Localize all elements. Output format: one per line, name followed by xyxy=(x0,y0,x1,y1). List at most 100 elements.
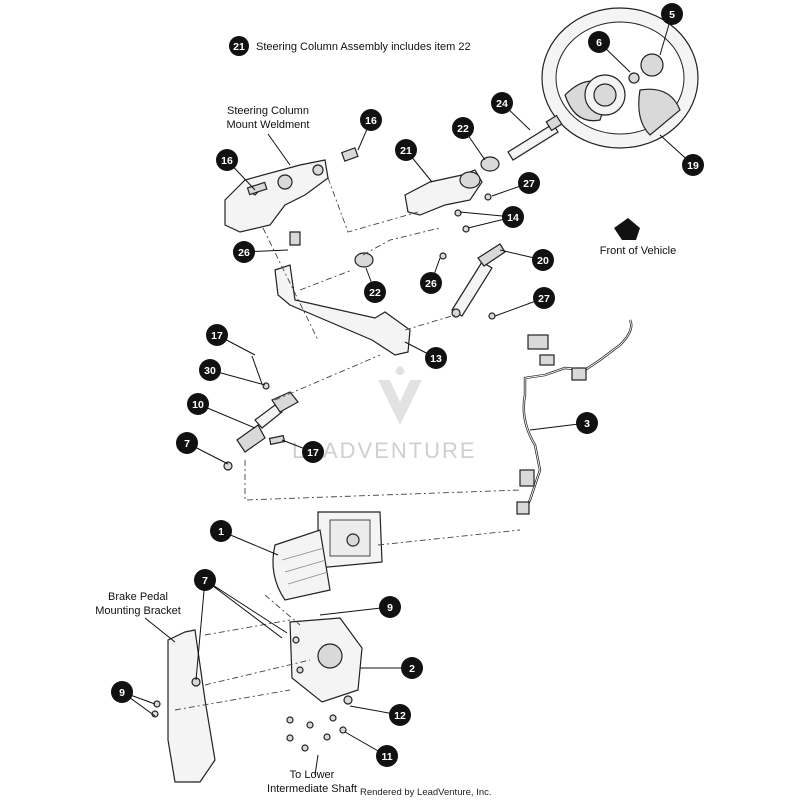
callout-number: 7 xyxy=(184,438,190,450)
brake-bracket-label-line1: Brake Pedal xyxy=(108,591,168,603)
credit-text: Rendered by LeadVenture, Inc. xyxy=(360,787,492,798)
callout-number: 22 xyxy=(457,123,469,135)
front-of-vehicle-indicator: Front of Vehicle xyxy=(600,218,676,257)
u-joint xyxy=(223,355,299,471)
callout-27: 27 xyxy=(533,287,555,309)
callout-30: 30 xyxy=(199,359,221,381)
watermark-logo-icon xyxy=(378,380,422,425)
callout-circle xyxy=(194,569,216,591)
steering-column-assembly xyxy=(404,169,492,233)
callout-number: 27 xyxy=(523,178,535,190)
callout-number: 2 xyxy=(409,663,415,675)
callout-22: 22 xyxy=(364,281,386,303)
callout-number: 21 xyxy=(400,145,412,157)
callout-circle xyxy=(420,272,442,294)
callout-number: 27 xyxy=(538,293,550,305)
callout-number: 26 xyxy=(238,247,250,259)
callout-number: 5 xyxy=(669,9,675,21)
callout-14: 14 xyxy=(502,206,524,228)
callout-number: 16 xyxy=(221,155,233,167)
mounting-plate xyxy=(286,617,363,752)
arrow-icon xyxy=(614,218,640,240)
callout-circle xyxy=(401,657,423,679)
lower-shaft-label-line2: Intermediate Shaft xyxy=(267,783,357,795)
callout-number: 14 xyxy=(507,212,519,224)
callout-21: 21 xyxy=(395,139,417,161)
callout-number: 26 xyxy=(425,278,437,290)
eps-motor xyxy=(272,511,383,601)
callout-24: 24 xyxy=(491,92,513,114)
callout-number: 1 xyxy=(218,526,224,538)
callout-circle xyxy=(210,520,232,542)
callout-10: 10 xyxy=(187,393,209,415)
callout-number: 10 xyxy=(192,399,204,411)
callout-circle xyxy=(395,139,417,161)
callout-circle xyxy=(199,359,221,381)
callout-27: 27 xyxy=(518,172,540,194)
callout-19: 19 xyxy=(682,154,704,176)
callout-number: 17 xyxy=(307,447,319,459)
callout-circle xyxy=(532,249,554,271)
callout-circle xyxy=(452,117,474,139)
callout-circle xyxy=(425,347,447,369)
callout-circle xyxy=(206,324,228,346)
callout-1: 1 xyxy=(210,520,232,542)
mount-weldment-label-line2: Mount Weldment xyxy=(227,119,310,131)
note-text: Steering Column Assembly includes item 2… xyxy=(256,41,471,53)
callout-circle xyxy=(576,412,598,434)
callout-13: 13 xyxy=(425,347,447,369)
callout-3: 3 xyxy=(576,412,598,434)
callout-circle xyxy=(176,432,198,454)
callout-circle xyxy=(379,596,401,618)
callout-circle xyxy=(533,287,555,309)
front-of-vehicle-label: Front of Vehicle xyxy=(600,245,676,257)
callout-circle xyxy=(111,681,133,703)
callout-11: 11 xyxy=(376,745,398,767)
steering-shaft xyxy=(507,114,563,161)
callout-circle xyxy=(233,241,255,263)
wiring-harness xyxy=(516,319,633,515)
callout-circle xyxy=(376,745,398,767)
callout-2: 2 xyxy=(401,657,423,679)
callout-circle xyxy=(682,154,704,176)
callout-9: 9 xyxy=(379,596,401,618)
callout-number: 6 xyxy=(596,37,602,49)
callout-17: 17 xyxy=(206,324,228,346)
callout-number: 17 xyxy=(211,330,223,342)
callout-circle xyxy=(588,31,610,53)
callout-9: 9 xyxy=(111,681,133,703)
callout-6: 6 xyxy=(588,31,610,53)
callout-number: 19 xyxy=(687,160,699,172)
callout-7: 7 xyxy=(176,432,198,454)
callout-5: 5 xyxy=(661,3,683,25)
callout-number: 20 xyxy=(537,255,549,267)
callout-circle xyxy=(360,109,382,131)
callout-circle xyxy=(491,92,513,114)
callout-number: 13 xyxy=(430,353,442,365)
callout-circle xyxy=(302,441,324,463)
callout-number: 24 xyxy=(496,98,508,110)
callout-number: 30 xyxy=(204,365,216,377)
callout-number: 9 xyxy=(387,602,393,614)
steering-wheel xyxy=(541,7,699,149)
callout-26: 26 xyxy=(233,241,255,263)
callout-circle xyxy=(518,172,540,194)
callout-circle xyxy=(661,3,683,25)
callout-circle xyxy=(502,206,524,228)
callout-number: 7 xyxy=(202,575,208,587)
brake-bracket-label-line2: Mounting Bracket xyxy=(95,605,181,617)
callout-7: 7 xyxy=(194,569,216,591)
callout-17: 17 xyxy=(302,441,324,463)
callout-number: 3 xyxy=(584,418,590,430)
callout-20: 20 xyxy=(532,249,554,271)
brake-pedal-mounting-bracket xyxy=(151,629,216,783)
callout-circle xyxy=(187,393,209,415)
callout-26: 26 xyxy=(420,272,442,294)
callout-number: 11 xyxy=(381,751,392,763)
callout-number: 9 xyxy=(119,687,125,699)
note-ref-number: 21 xyxy=(233,41,245,53)
callout-circle xyxy=(216,149,238,171)
callout-circle xyxy=(364,281,386,303)
callout-number: 22 xyxy=(369,287,381,299)
